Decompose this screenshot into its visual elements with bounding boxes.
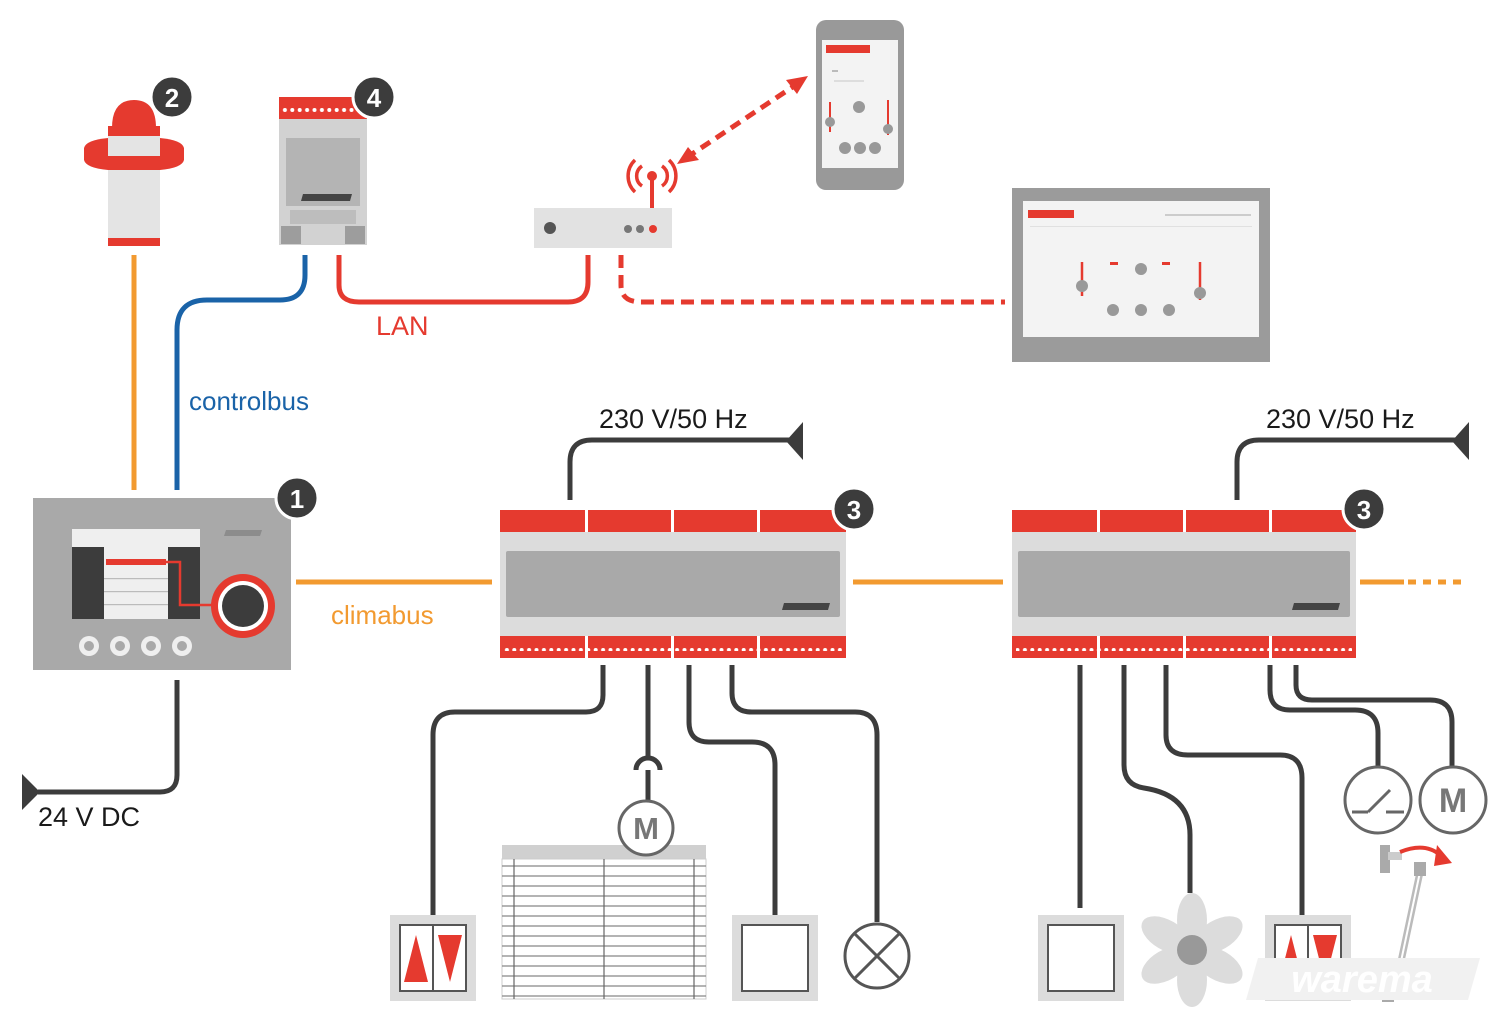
fan-icon — [1141, 893, 1243, 1007]
central-unit-icon — [33, 498, 291, 670]
dc-supply-terminal — [22, 774, 40, 810]
lan-label: LAN — [376, 311, 429, 341]
badge-room-module-2: 3 — [1341, 486, 1387, 532]
lamp-icon — [843, 922, 911, 990]
room-module-icon — [500, 510, 846, 658]
dc-supply-cable — [38, 680, 180, 795]
wlan-link-laptop — [618, 255, 1005, 305]
watermark-text: warema — [1291, 959, 1433, 1001]
router-icon — [534, 158, 678, 248]
wlan-link-phone — [684, 79, 802, 161]
room-module-logo — [1292, 603, 1340, 610]
laptop-icon — [1012, 188, 1270, 362]
badge-central-unit: 1 — [274, 475, 320, 521]
push-button-icon — [390, 915, 476, 1001]
output-cable-push-button-2 — [1163, 665, 1305, 915]
light-switch-icon — [1038, 915, 1124, 1001]
controlbus-cable — [174, 255, 308, 490]
svg-text:2: 2 — [165, 83, 179, 113]
lan-cable — [336, 255, 591, 305]
light-switch-icon — [732, 915, 818, 1001]
webcontrol-logo — [301, 194, 352, 201]
svg-text:3: 3 — [1357, 495, 1371, 525]
room-module-logo — [782, 603, 830, 610]
output-cable-lamp — [729, 665, 880, 922]
output-cable-window-drive — [1293, 665, 1455, 768]
dc-supply-label: 24 V DC — [38, 802, 140, 832]
mains-label-1: 230 V/50 Hz — [599, 404, 748, 434]
room-module-icon — [1012, 510, 1356, 658]
motor-label: M — [1439, 782, 1467, 820]
badge-room-module-1: 3 — [831, 486, 877, 532]
climabus-label: climabus — [331, 600, 434, 630]
mains-terminal-2 — [1452, 422, 1469, 460]
weather-station-icon — [84, 100, 184, 246]
motor-icon: M — [1418, 765, 1488, 835]
mains-cable-2 — [1234, 437, 1456, 500]
mains-terminal-1 — [786, 422, 803, 460]
badge-webcontrol: 4 — [351, 74, 397, 120]
window-contact-icon — [1343, 765, 1413, 835]
smartphone-icon — [816, 20, 904, 190]
mains-cable-1 — [567, 437, 790, 500]
output-cable-push-button-1 — [430, 665, 606, 915]
watermark-logo: warema — [1246, 958, 1480, 1001]
svg-text:4: 4 — [367, 83, 382, 113]
arrow-head-router — [677, 147, 699, 164]
motor-icon: M — [617, 799, 675, 857]
central-unit-logo — [224, 530, 262, 536]
output-cable-window-contact — [1267, 665, 1381, 768]
arrow-head-phone — [786, 76, 808, 94]
venetian-blind-icon — [501, 750, 707, 1000]
webcontrol-icon — [279, 97, 367, 245]
output-cable-light-switch-1 — [686, 665, 778, 915]
svg-text:1: 1 — [290, 484, 304, 514]
output-cable-fan — [1121, 665, 1193, 893]
wiring — [22, 76, 1469, 922]
svg-text:3: 3 — [847, 495, 861, 525]
motor-label: M — [633, 811, 659, 846]
controlbus-label: controlbus — [189, 386, 309, 416]
badge-weather-station: 2 — [149, 74, 195, 120]
mains-label-2: 230 V/50 Hz — [1266, 404, 1415, 434]
